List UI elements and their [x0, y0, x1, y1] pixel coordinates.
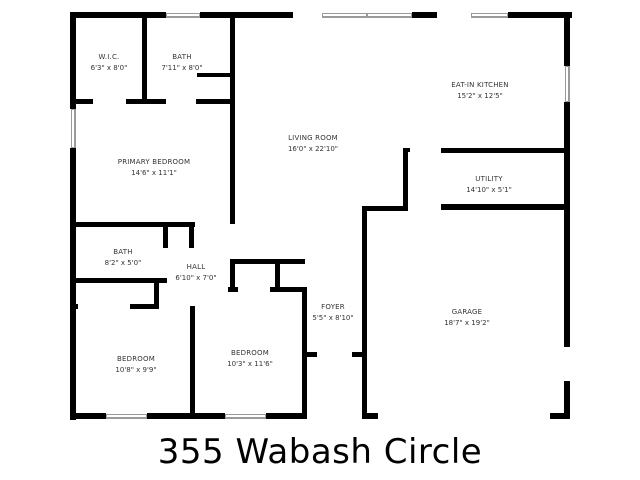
- wall-utility-top-a: [403, 148, 410, 152]
- wall-left-upper: [70, 12, 76, 109]
- wall-utility-top-b: [441, 148, 570, 153]
- room-name: GARAGE: [451, 308, 483, 316]
- room-name: LIVING ROOM: [288, 134, 338, 142]
- wall-closet-b: [189, 222, 194, 248]
- wall-primary-bottom: [70, 222, 195, 227]
- wall-bath-closet: [197, 73, 235, 77]
- room-bedroom-1: BEDROOM 10'8" x 9'9": [115, 354, 156, 376]
- room-name: UTILITY: [475, 175, 503, 183]
- room-living: LIVING ROOM 16'0" x 22'10": [288, 133, 338, 155]
- room-bath-primary: BATH 7'11" x 8'0": [161, 52, 202, 74]
- wall-closet2-bottom-a: [228, 287, 238, 292]
- wall-left-lower: [70, 148, 76, 420]
- room-dimensions: 8'2" x 5'0": [104, 259, 142, 267]
- property-address-title: 355 Wabash Circle: [157, 432, 483, 472]
- wall-bath2-closet: [154, 278, 159, 306]
- wall-foyer-left-top: [290, 260, 305, 264]
- window: [322, 13, 367, 18]
- wall-right-lower: [564, 381, 570, 419]
- wall-bath-right: [230, 12, 235, 224]
- room-dimensions: 14'6" x 11'1": [131, 169, 177, 177]
- room-garage: GARAGE 18'7" x 19'2": [444, 307, 490, 329]
- room-dimensions: 6'10" x 7'0": [175, 274, 217, 282]
- room-dimensions: 10'8" x 9'9": [115, 366, 157, 374]
- wall-bath-bottom-b: [196, 99, 235, 104]
- room-dimensions: 15'2" x 12'5": [457, 92, 503, 100]
- window: [471, 13, 508, 18]
- wall-bedroom1-top-a: [70, 304, 78, 309]
- wall-garage-left: [362, 206, 367, 419]
- wall-bottom-mid: [147, 413, 225, 419]
- room-name: EAT-IN KITCHEN: [451, 81, 509, 89]
- wall-garage-bottom-right: [550, 413, 570, 419]
- window: [565, 66, 570, 102]
- wall-right-mid: [564, 102, 570, 347]
- room-name: FOYER: [321, 303, 345, 311]
- wall-top-mid2: [412, 12, 437, 18]
- wall-foyer-bottom-a: [304, 352, 317, 357]
- wall-foyer-bottom-b: [352, 352, 364, 357]
- window: [71, 109, 76, 148]
- wall-closet2-left: [230, 259, 235, 291]
- wall-wic-bottom-b: [126, 99, 166, 104]
- wall-bottom-mid2: [266, 413, 304, 419]
- room-utility: UTILITY 14'10" x 5'1": [466, 174, 512, 196]
- room-wic: W.I.C. 6'3" x 8'0": [91, 52, 128, 74]
- room-dimensions: 10'3" x 11'6": [227, 360, 273, 368]
- room-kitchen: EAT-IN KITCHEN 15'2" x 12'5": [451, 80, 508, 102]
- room-name: BEDROOM: [231, 349, 269, 357]
- room-foyer: FOYER 5'5" x 8'10": [312, 302, 353, 324]
- room-name: W.I.C.: [98, 53, 120, 61]
- wall-bedroom1-top-b: [130, 304, 159, 309]
- window: [106, 414, 147, 419]
- wall-closet2-top: [230, 259, 305, 264]
- room-dimensions: 7'11" x 8'0": [161, 64, 203, 72]
- room-primary-bedroom: PRIMARY BEDROOM 14'6" x 11'1": [118, 157, 190, 179]
- room-dimensions: 6'3" x 8'0": [90, 64, 128, 72]
- room-dimensions: 5'5" x 8'10": [312, 314, 354, 322]
- room-name: PRIMARY BEDROOM: [117, 158, 191, 166]
- room-hall: HALL 6'10" x 7'0": [175, 262, 216, 284]
- wall-wic-bath: [142, 12, 147, 104]
- room-dimensions: 16'0" x 22'10": [287, 145, 339, 153]
- wall-garage-top-b: [441, 204, 570, 210]
- wall-bottom-left: [70, 413, 106, 419]
- wall-closet-a: [163, 222, 168, 248]
- wall-top-right: [508, 12, 572, 18]
- wall-utility-left: [403, 148, 408, 211]
- wall-right-upper: [564, 12, 570, 66]
- wall-top-mid: [200, 12, 293, 18]
- wall-garage-bottom-left: [362, 413, 378, 419]
- window: [225, 414, 266, 419]
- wall-closet2-mid: [275, 259, 280, 291]
- wall-garage-top-a: [362, 206, 408, 211]
- wall-bedroom-divider: [190, 306, 195, 419]
- room-name: HALL: [186, 263, 206, 271]
- window: [367, 13, 412, 18]
- wall-closet2-bottom-b: [270, 287, 305, 292]
- room-bath-hall: BATH 8'2" x 5'0": [105, 247, 142, 269]
- wall-wic-bottom-a: [70, 99, 93, 104]
- room-dimensions: 18'7" x 19'2": [444, 319, 490, 327]
- room-bedroom-2: BEDROOM 10'3" x 11'6": [227, 348, 273, 370]
- window: [166, 13, 200, 18]
- room-name: BEDROOM: [117, 355, 155, 363]
- room-dimensions: 14'10" x 5'1": [466, 186, 512, 194]
- wall-bath2-bottom: [70, 278, 167, 283]
- wall-top-left: [70, 12, 166, 18]
- room-name: BATH: [113, 248, 133, 256]
- room-name: BATH: [172, 53, 192, 61]
